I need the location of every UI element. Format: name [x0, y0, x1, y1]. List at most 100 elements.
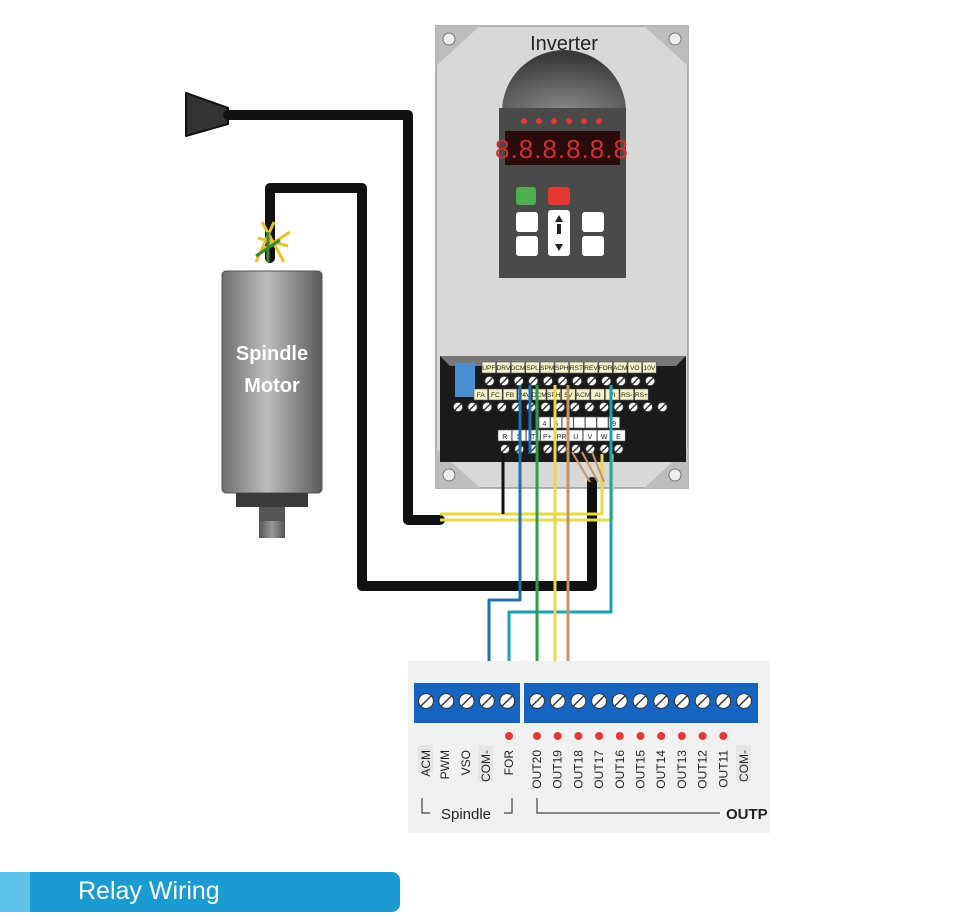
keypad-button[interactable]	[516, 212, 538, 232]
terminal-screw-icon[interactable]	[630, 375, 641, 387]
power-cell-label: 9	[612, 421, 616, 428]
terminal-screw-icon[interactable]	[585, 443, 596, 455]
terminal-screw-icon[interactable]	[513, 375, 525, 387]
terminal-screw-icon[interactable]	[736, 693, 752, 709]
speed-knob-icon[interactable]	[502, 50, 626, 112]
spindle-motor: Spindle Motor	[221, 221, 323, 538]
terminal-label: ACM	[613, 365, 628, 372]
power-terminal-label: V	[588, 434, 593, 441]
terminal-screw-icon[interactable]	[499, 693, 516, 709]
spindle-collet	[259, 507, 285, 521]
terminal-screw-icon[interactable]	[556, 443, 567, 455]
terminal-cell	[583, 361, 599, 374]
terminal-screw-icon[interactable]	[484, 375, 495, 387]
keypad-button[interactable]	[582, 212, 604, 232]
terminal-screw-icon[interactable]	[694, 693, 711, 709]
output-terminal-label: COM-	[737, 750, 751, 782]
terminal-label: DRV	[496, 365, 510, 372]
terminal-screw-icon[interactable]	[467, 401, 478, 413]
terminal-screw-icon[interactable]	[715, 693, 732, 709]
terminal-screw-icon[interactable]	[584, 401, 595, 413]
screw-icon	[442, 32, 456, 46]
terminal-cell	[554, 361, 569, 374]
terminal-screw-icon[interactable]	[529, 693, 545, 709]
indicator-led	[574, 732, 583, 740]
terminal-screw-icon[interactable]	[542, 375, 554, 387]
power-cell	[573, 416, 586, 429]
motor-label-line2: Motor	[244, 375, 300, 397]
power-terminal-label: T	[531, 434, 536, 441]
group-brackets	[421, 798, 720, 814]
arrow-divider	[557, 224, 561, 234]
terminal-screw-icon[interactable]	[528, 375, 539, 387]
terminal-screw-icon[interactable]	[438, 693, 455, 709]
terminal-screw-icon[interactable]	[542, 443, 553, 455]
indicator-led	[595, 732, 604, 740]
terminal-screw-icon[interactable]	[481, 401, 493, 413]
power-cell	[596, 416, 609, 429]
terminal-cell	[525, 361, 540, 374]
power-terminal-label: W	[601, 434, 608, 441]
terminal-screw-icon[interactable]	[418, 693, 434, 709]
terminal-screw-icon[interactable]	[569, 401, 581, 413]
terminal-screw-icon[interactable]	[613, 443, 624, 455]
terminal-screw-icon[interactable]	[598, 401, 610, 413]
power-label-cell	[526, 429, 541, 442]
terminal-screw-icon[interactable]	[632, 693, 649, 709]
terminal-screw-icon[interactable]	[644, 375, 656, 387]
power-cell	[538, 416, 551, 429]
label-box	[478, 745, 493, 781]
terminal-screw-icon[interactable]	[613, 401, 624, 413]
power-cell	[608, 416, 620, 429]
controller-indicator-leds	[505, 732, 728, 740]
output-terminal-label: OUT13	[675, 750, 689, 789]
terminal-screw-icon[interactable]	[458, 693, 475, 709]
motor-lead-wires	[254, 221, 291, 263]
terminal-screw-icon[interactable]	[570, 693, 587, 709]
spindle-terminal-label: VSO	[459, 750, 473, 775]
terminal-screw-icon[interactable]	[549, 693, 566, 709]
terminal-screw-icon[interactable]	[452, 401, 464, 413]
terminal-screw-icon[interactable]	[498, 375, 510, 387]
terminal-label: RS+	[635, 392, 648, 399]
terminal-screw-icon[interactable]	[496, 401, 508, 413]
banner-title: Relay Wiring	[78, 877, 220, 905]
terminal-screw-icon[interactable]	[540, 401, 551, 413]
wire-teal-for[interactable]	[507, 385, 613, 690]
controller-screws	[418, 693, 752, 709]
terminal-screw-icon[interactable]	[591, 693, 607, 709]
terminal-screw-icon[interactable]	[627, 401, 639, 413]
terminal-screw-icon[interactable]	[586, 375, 598, 387]
indicator-led	[636, 732, 645, 740]
relay-wiring-banner: Relay Wiring	[0, 872, 400, 912]
terminal-screw-icon[interactable]	[571, 375, 583, 387]
terminal-cell	[532, 388, 547, 401]
terminal-label: FB	[506, 392, 515, 399]
terminal-screw-icon[interactable]	[557, 375, 568, 387]
power-terminal-label: P+	[543, 434, 552, 441]
terminal-screw-icon[interactable]	[554, 401, 566, 413]
terminal-label: VO	[630, 365, 640, 372]
terminal-screw-icon[interactable]	[599, 443, 610, 455]
output-terminal-label: OUT17	[592, 750, 606, 789]
motor-label-line1: Spindle	[236, 343, 308, 365]
terminal-screw-icon[interactable]	[499, 443, 511, 455]
terminal-screw-icon[interactable]	[570, 443, 582, 455]
terminal-screw-icon[interactable]	[611, 693, 628, 709]
stop-button[interactable]	[548, 187, 570, 205]
terminal-cell	[473, 388, 488, 401]
terminal-screw-icon[interactable]	[479, 693, 495, 709]
terminal-screw-icon[interactable]	[615, 375, 627, 387]
terminal-screw-icon[interactable]	[601, 375, 612, 387]
keypad-button[interactable]	[516, 236, 538, 256]
wire-blue-acm[interactable]	[487, 385, 522, 690]
run-button[interactable]	[516, 187, 536, 205]
terminal-screw-icon[interactable]	[642, 401, 654, 413]
indicator-led	[615, 732, 624, 740]
keypad-button[interactable]	[582, 236, 604, 256]
terminal-screw-icon[interactable]	[653, 693, 670, 709]
terminal-screw-icon[interactable]	[674, 693, 690, 709]
terminal-label: FC	[491, 392, 500, 399]
terminal-screw-icon[interactable]	[657, 401, 668, 413]
